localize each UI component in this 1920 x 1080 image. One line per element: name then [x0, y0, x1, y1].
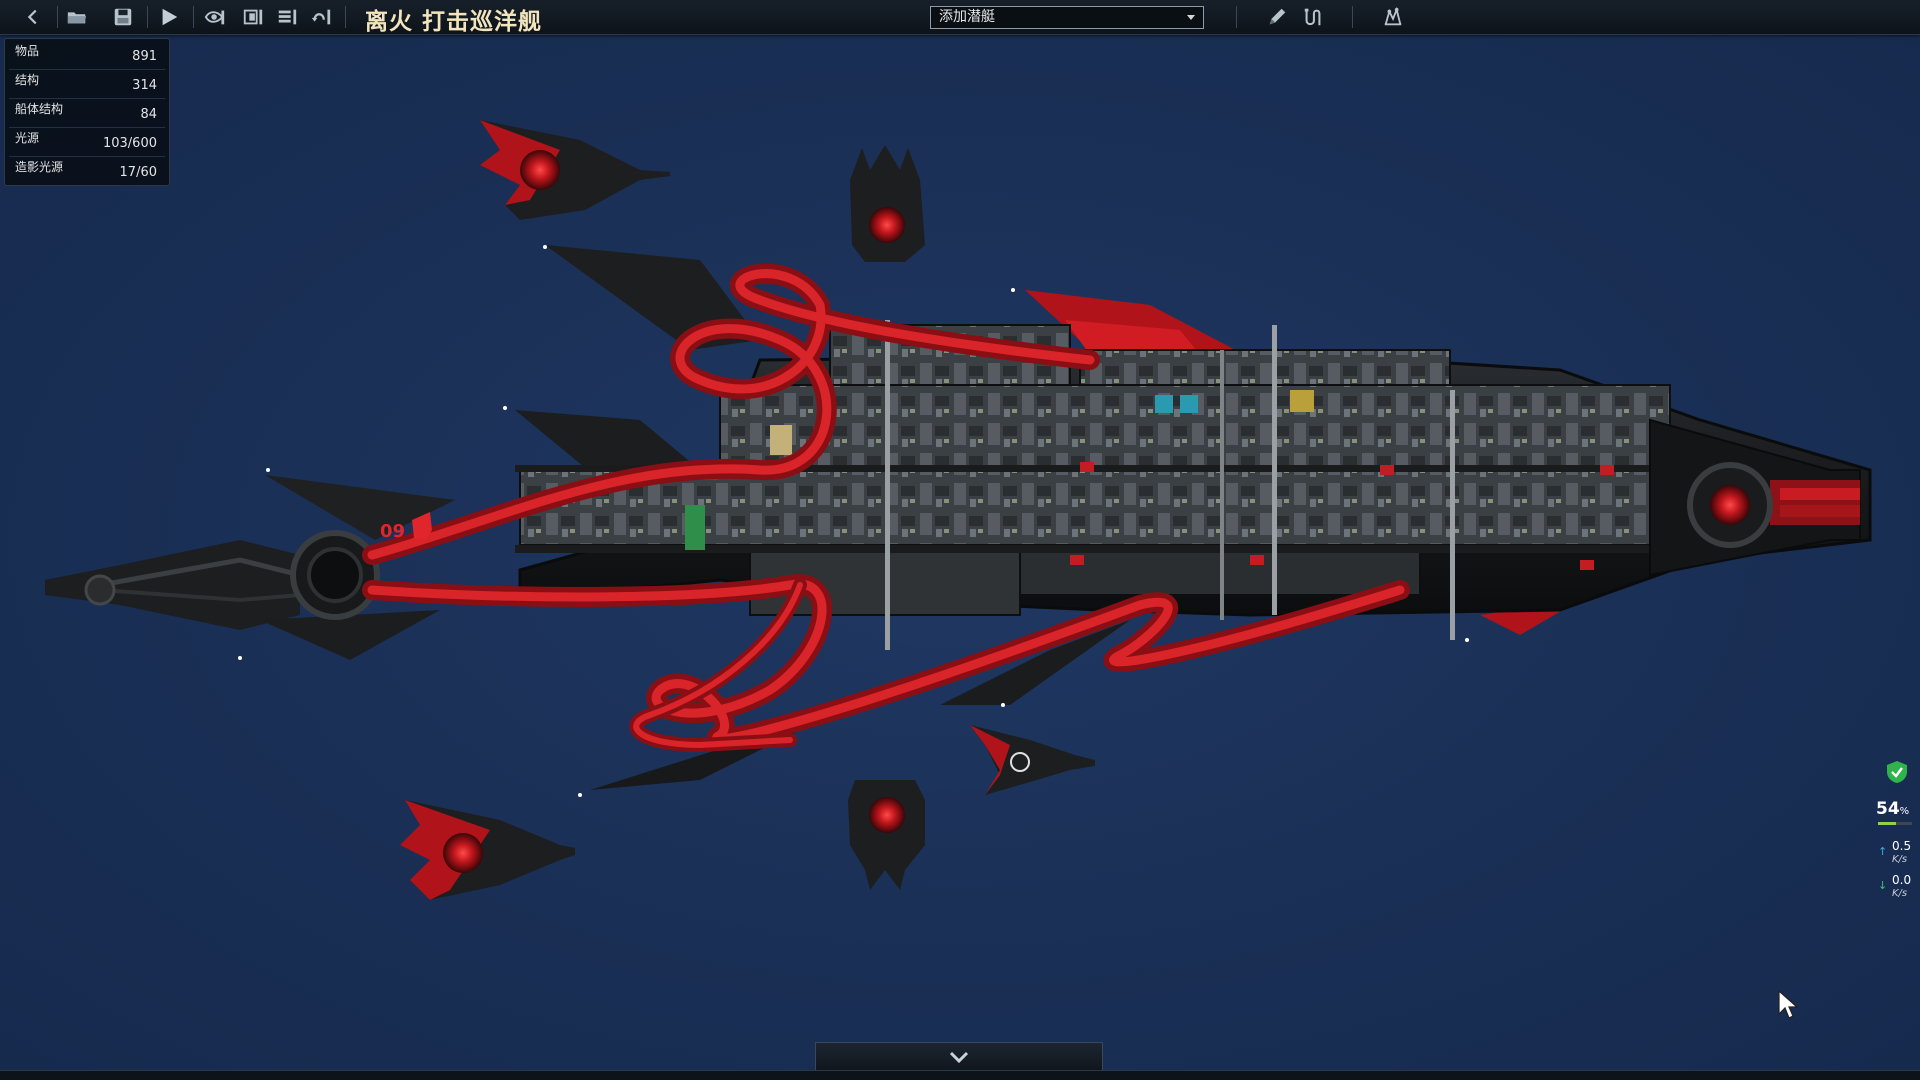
mouse-cursor-icon — [1778, 990, 1798, 1019]
fist-emblem-icon — [412, 512, 432, 540]
waypoint-icon — [1384, 6, 1402, 26]
open-button[interactable] — [62, 3, 92, 31]
waypoint-mode-button[interactable] — [1378, 3, 1408, 31]
chevron-down-icon — [1187, 15, 1195, 20]
network-percent-fill — [1878, 822, 1897, 825]
hull-number-label: 09 — [380, 521, 405, 542]
back-button[interactable] — [18, 3, 48, 31]
stat-label: 船体结构 — [15, 102, 64, 116]
save-button[interactable] — [108, 3, 138, 31]
network-percent: 54% — [1876, 799, 1910, 819]
open-folder-icon — [67, 12, 87, 24]
chevron-down-icon — [949, 1051, 969, 1063]
drone-bottom-center — [848, 780, 925, 890]
undo-icon — [311, 9, 331, 25]
stat-label: 造影光源 — [15, 160, 64, 174]
drone-top-center — [850, 145, 925, 262]
upload-arrow-icon: ↑ — [1878, 845, 1888, 858]
drone-top-left — [480, 120, 670, 220]
drone-bottom-right — [970, 725, 1095, 795]
top-toolbar: 离火 打击巡洋舰 添加潜艇 — [0, 0, 1920, 35]
ship-nose — [1649, 418, 1861, 577]
stat-hull-structures: 船体结构 84 — [5, 97, 169, 128]
stat-value: 103/600 — [102, 136, 157, 151]
add-submarine-select[interactable]: 添加潜艇 — [930, 6, 1204, 29]
visibility-button[interactable] — [200, 3, 230, 31]
visibility-icon — [204, 10, 225, 25]
stat-items: 物品 891 — [5, 39, 169, 70]
drone-bottom-left — [400, 800, 575, 900]
waypoint-markers — [238, 245, 1469, 797]
upload-value: 0.5 — [1892, 839, 1912, 853]
stat-label: 光源 — [15, 131, 40, 145]
stat-value: 314 — [132, 78, 157, 93]
stat-value: 891 — [132, 49, 157, 64]
expand-bottom-panel-button[interactable] — [815, 1042, 1103, 1070]
network-status-widget: 54% ↑ 0.5 K/s ↓ 0.0 K/s — [1876, 755, 1916, 905]
stat-structures: 结构 314 — [5, 68, 169, 99]
stat-label: 物品 — [15, 44, 40, 58]
stat-value: 17/60 — [119, 165, 157, 180]
submarine-title: 离火 打击巡洋舰 — [365, 9, 543, 35]
wiring-mode-button[interactable] — [1298, 3, 1328, 31]
add-submarine-select-value: 添加潜艇 — [939, 9, 995, 25]
layers-button[interactable] — [238, 3, 268, 31]
save-icon — [114, 8, 132, 26]
layers-icon — [243, 9, 263, 25]
edit-mode-button[interactable] — [1262, 3, 1292, 31]
download-unit: K/s — [1892, 888, 1908, 899]
list-button[interactable] — [272, 3, 302, 31]
test-play-button[interactable] — [154, 3, 184, 31]
stat-shadow-lights: 造影光源 17/60 — [5, 155, 169, 186]
stat-lights: 光源 103/600 — [5, 126, 169, 157]
network-percent-bar — [1878, 822, 1912, 825]
pencil-icon — [1269, 8, 1286, 25]
download-rate: ↓ 0.0 K/s — [1876, 873, 1916, 903]
shield-check-icon — [1887, 761, 1907, 783]
bottom-bar — [0, 1070, 1920, 1080]
upload-unit: K/s — [1892, 854, 1908, 865]
list-icon — [278, 9, 297, 25]
undo-button[interactable] — [306, 3, 336, 31]
red-pipes — [362, 263, 1410, 753]
ship-tail — [45, 475, 455, 660]
download-value: 0.0 — [1892, 873, 1912, 887]
submarine-stats-panel: 物品 891 结构 314 船体结构 84 光源 103/600 造影光源 17… — [4, 38, 170, 186]
stat-label: 结构 — [15, 73, 40, 87]
play-icon — [162, 8, 178, 26]
wiring-icon — [1304, 8, 1321, 26]
back-icon — [27, 9, 37, 25]
upload-rate: ↑ 0.5 K/s — [1876, 839, 1916, 869]
download-arrow-icon: ↓ — [1878, 879, 1888, 892]
stat-value: 84 — [140, 107, 157, 122]
